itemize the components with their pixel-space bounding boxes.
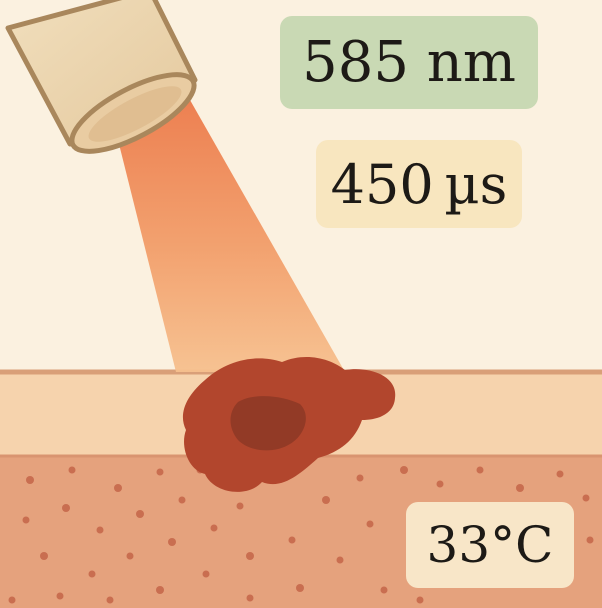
dermis-dots bbox=[8, 466, 594, 604]
laser-handpiece-icon bbox=[5, 0, 198, 154]
temperature-label: 33°C bbox=[426, 516, 554, 574]
laser-beam-icon bbox=[118, 100, 345, 372]
pulse-box bbox=[316, 140, 522, 228]
vascular-lesion-icon bbox=[182, 356, 396, 492]
wavelength-label: 585 nm bbox=[302, 30, 516, 95]
pulse-duration-label: 450 µs bbox=[330, 152, 508, 216]
temperature-box bbox=[406, 502, 574, 588]
wavelength-box bbox=[280, 16, 538, 109]
